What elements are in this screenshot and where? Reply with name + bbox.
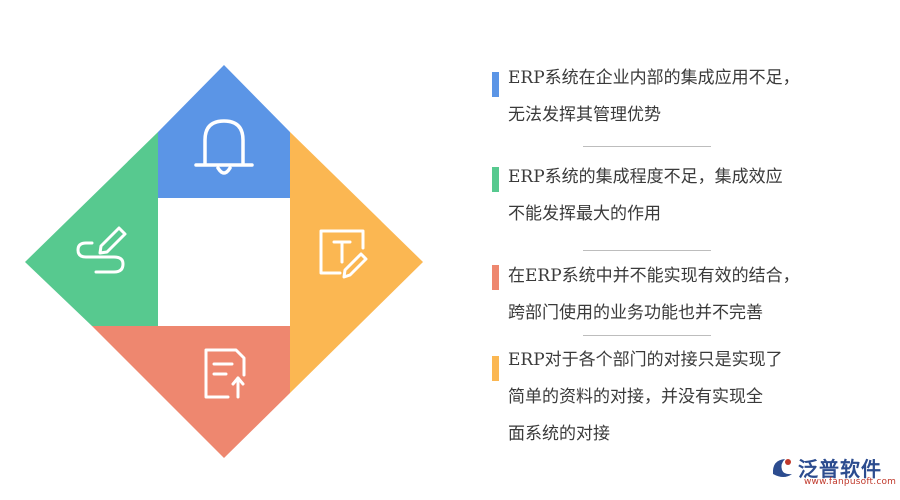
quadrant-right: [290, 132, 423, 393]
logo-url: www.fanpusoft.com: [804, 477, 897, 487]
separator: [583, 335, 711, 336]
item-text-line: 跨部门使用的业务功能也并不完善: [508, 303, 763, 323]
fanpu-logo-icon: [772, 459, 792, 477]
item-text-line: 不能发挥最大的作用: [508, 204, 661, 224]
pen-path-icon: [76, 226, 127, 274]
quadrant-top: [158, 65, 290, 198]
item-text: 在ERP系统中并不能实现有效的结合， 跨部门使用的业务功能也并不完善: [508, 258, 838, 332]
quadrant-bottom: [92, 326, 290, 458]
item-text: ERP对于各个部门的对接只是实现了 简单的资料的对接，并没有实现全 面系统的对接: [508, 342, 838, 453]
item-text-line: 简单的资料的对接，并没有实现全: [508, 387, 763, 407]
item-text: ERP系统的集成程度不足，集成效应 不能发挥最大的作用: [508, 159, 838, 233]
item-text-line: 在ERP系统中并不能实现有效的结合，: [508, 266, 800, 286]
item-text: ERP系统在企业内部的集成应用不足， 无法发挥其管理优势: [508, 60, 838, 134]
item-text-line: 无法发挥其管理优势: [508, 105, 661, 125]
item-text-line: ERP系统在企业内部的集成应用不足，: [508, 68, 800, 88]
separator: [583, 146, 711, 147]
separator: [583, 250, 711, 251]
item-text-line: ERP对于各个部门的对接只是实现了: [508, 350, 783, 370]
color-bar: [492, 356, 499, 381]
color-bar: [492, 72, 499, 97]
diamond-diagram: [25, 65, 423, 458]
color-bar: [492, 265, 499, 290]
color-bar: [492, 167, 499, 192]
document-upload-icon: [204, 348, 246, 399]
item-text-line: ERP系统的集成程度不足，集成效应: [508, 167, 783, 187]
logo-name: 泛普软件: [798, 457, 882, 481]
bell-icon: [194, 119, 254, 175]
brand-logo: 泛普软件 www.fanpusoft.com: [770, 450, 897, 492]
quadrant-left: [25, 132, 158, 326]
item-text-line: 面系统的对接: [508, 424, 610, 444]
text-edit-icon: [319, 229, 368, 279]
